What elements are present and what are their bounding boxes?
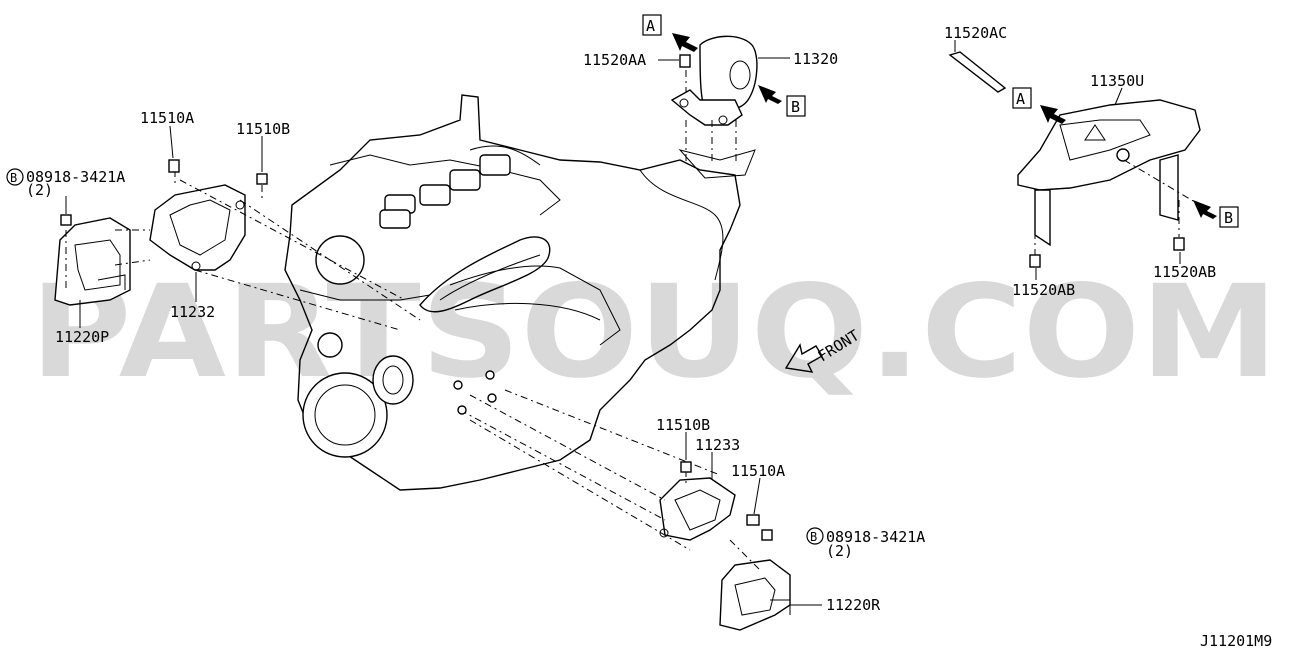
ref-marker-b-top: B [786, 95, 806, 117]
svg-text:B: B [10, 171, 17, 185]
callout-08918-top-number: 08918-3421A [26, 168, 125, 186]
svg-text:A: A [1016, 90, 1025, 108]
callout-11320: 11320 [793, 50, 838, 68]
callout-11220P: 11220P [55, 328, 109, 346]
nut-11510B-top [256, 173, 268, 185]
svg-text:B: B [791, 98, 800, 116]
engine-assembly [284, 94, 741, 491]
diagram-code: J11201M9 [1200, 632, 1272, 650]
right-insulator-11220R [719, 559, 791, 631]
mount-studs [453, 370, 497, 415]
exhaust-manifold [419, 236, 621, 346]
callout-11350U: 11350U [1090, 72, 1144, 90]
left-insulator-11220P [54, 217, 131, 306]
left-engine-mount-bracket-11232 [149, 184, 246, 271]
callout-08918-bottom-qty: (2) [826, 542, 853, 560]
crossmember-11350U [1017, 99, 1201, 247]
svg-text:B: B [810, 530, 817, 544]
callout-11232: 11232 [170, 303, 215, 321]
ref-arrow-b-top [758, 85, 782, 104]
ref-marker-a-right: A [1012, 87, 1032, 109]
bolt-11520AC [948, 51, 1007, 93]
crank-pulley [302, 235, 414, 458]
ref-marker-b-right: B [1219, 206, 1239, 228]
ignition-coils [379, 154, 511, 229]
callout-11220R: 11220R [826, 596, 881, 614]
ref-arrow-a-right [1040, 105, 1066, 124]
bolt-11520AA [679, 54, 691, 68]
nut-08918-top [60, 214, 72, 226]
callout-11520AB-left: 11520AB [1012, 281, 1075, 299]
nut-08918-bottom [761, 529, 773, 541]
callout-11510A-top: 11510A [140, 109, 194, 127]
bolt-11510A-bottom [746, 514, 760, 526]
callout-11520AB-right: 11520AB [1153, 263, 1216, 281]
circle-b-marker-top: B [6, 168, 24, 186]
callout-11510B-bottom: 11510B [656, 416, 710, 434]
ref-arrow-b-right [1193, 200, 1217, 219]
ref-marker-a-top: A [642, 14, 662, 36]
callout-11510B-top: 11510B [236, 120, 290, 138]
ref-arrow-a-top [672, 33, 698, 52]
watermark: PARTSOUQ.COM [30, 258, 1278, 407]
callout-08918-top-qty: (2) [26, 181, 53, 199]
callout-11520AC: 11520AC [944, 24, 1007, 42]
callout-11520AA: 11520AA [583, 51, 646, 69]
callout-08918-bottom-number: 08918-3421A [826, 528, 925, 546]
nut-11510B-bottom [680, 461, 692, 473]
bolt-11510A-top [168, 159, 180, 173]
circle-b-marker-bottom: B [806, 527, 824, 545]
svg-text:B: B [1224, 209, 1233, 227]
svg-text:A: A [646, 17, 655, 35]
rear-insulator-11320 [670, 35, 758, 126]
right-engine-mount-bracket-11233 [659, 477, 736, 541]
callout-11510A-bottom: 11510A [731, 462, 785, 480]
callout-11233: 11233 [695, 436, 740, 454]
